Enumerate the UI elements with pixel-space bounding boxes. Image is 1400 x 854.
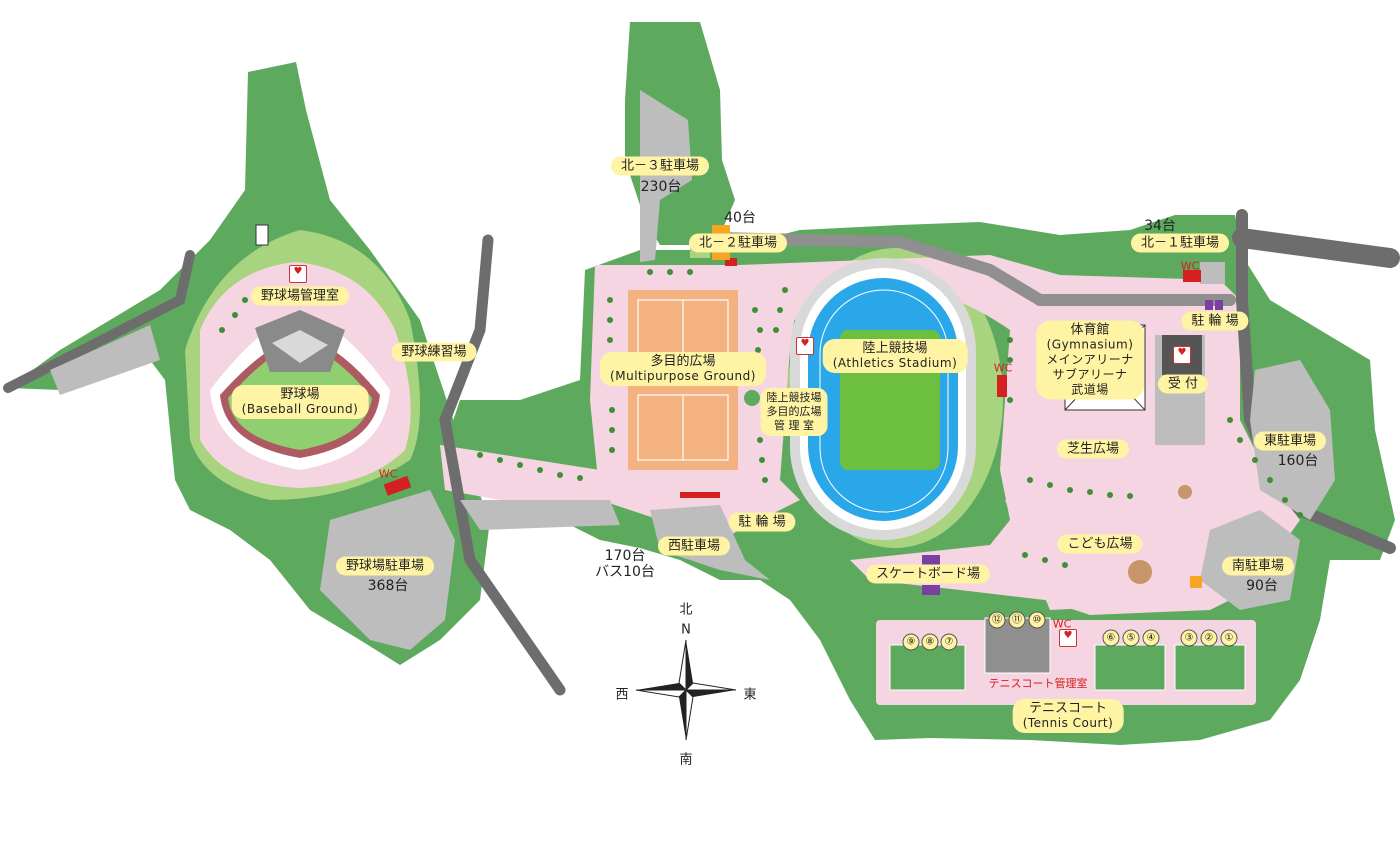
north1-parking-label[interactable]: 北－１駐車場 [1130, 233, 1230, 253]
aed-gym-icon: ♥ [1173, 346, 1191, 364]
north1-parking-count: 34台 [1144, 218, 1176, 234]
west-parking-count: 170台 バス10台 [595, 548, 655, 580]
court-number: ⑫ [988, 611, 1006, 629]
baseball-office-label: 野球場管理室 [250, 286, 350, 306]
multipurpose-ground-en: (Multipurpose Ground) [610, 369, 756, 383]
south-parking-count: 90台 [1246, 578, 1278, 594]
compass-rose [635, 639, 737, 741]
east-parking-count: 160台 [1277, 453, 1319, 469]
kids-plaza-label[interactable]: こども広場 [1057, 534, 1143, 554]
compass-west: 西 [615, 687, 629, 703]
wc-north: WC [1180, 259, 1200, 273]
baseball-ground-name: 野球場 [280, 387, 320, 402]
gymnasium-label[interactable]: 体育館 (Gymnasium) メインアリーナ サブアリーナ 武道場 [1036, 320, 1144, 400]
aed-stadium-icon: ♥ [796, 337, 814, 355]
south-parking-label[interactable]: 南駐車場 [1221, 556, 1295, 576]
court-number: ④ [1142, 629, 1160, 647]
north3-parking-label[interactable]: 北－３駐車場 [610, 156, 710, 176]
court-number: ⑦ [940, 633, 958, 651]
athletics-office-line3: 管 理 室 [774, 419, 814, 432]
athletics-stadium-en: (Athletics Stadium) [832, 356, 958, 370]
gymnasium-main-arena: メインアリーナ [1046, 352, 1134, 367]
baseball-practice-label[interactable]: 野球練習場 [391, 342, 477, 362]
north2-parking-label[interactable]: 北－２駐車場 [688, 233, 788, 253]
east-parking-label[interactable]: 東駐車場 [1253, 431, 1327, 451]
skateboard-park-label[interactable]: スケートボード場 [865, 564, 991, 584]
athletics-stadium-label[interactable]: 陸上競技場 (Athletics Stadium) [822, 339, 968, 373]
reception-label[interactable]: 受 付 [1157, 374, 1209, 394]
baseball-parking-count: 368台 [367, 578, 409, 594]
court-number: ③ [1180, 629, 1198, 647]
bicycle-parking-center-label[interactable]: 駐 輪 場 [728, 512, 796, 532]
west-parking-cars: 170台 [604, 548, 646, 564]
gymnasium-en: (Gymnasium) [1046, 337, 1134, 352]
wc-tennis: WC [1052, 617, 1072, 631]
compass-south: 南 [679, 752, 693, 768]
athletics-stadium [790, 258, 976, 540]
west-parking-label[interactable]: 西駐車場 [657, 536, 731, 556]
athletics-office-label[interactable]: 陸上競技場 多目的広場 管 理 室 [760, 388, 828, 436]
baseball-ground-en: (Baseball Ground) [241, 402, 359, 416]
wc-stadium: WC [993, 361, 1013, 375]
lawn-plaza-label[interactable]: 芝生広場 [1056, 439, 1130, 459]
compass-north-en: N [681, 622, 691, 638]
baseball-parking-label[interactable]: 野球場駐車場 [335, 556, 435, 576]
aed-tennis-icon: ♥ [1059, 629, 1077, 647]
multipurpose-ground-name: 多目的広場 [650, 354, 716, 369]
court-number: ② [1200, 629, 1218, 647]
athletics-stadium-name: 陸上競技場 [862, 341, 928, 356]
tennis-court-name: テニスコート [1028, 701, 1107, 716]
wc-baseball: WC [378, 467, 398, 481]
tennis-court-label[interactable]: テニスコート (Tennis Court) [1012, 699, 1124, 733]
compass-north-jp: 北 [679, 602, 693, 618]
compass-east: 東 [743, 687, 757, 703]
athletics-office-line2: 多目的広場 [766, 405, 822, 418]
baseball-ground-label[interactable]: 野球場 (Baseball Ground) [231, 385, 369, 419]
court-number: ① [1220, 629, 1238, 647]
tennis-office-label: テニスコート管理室 [988, 677, 1088, 690]
court-number: ⑧ [921, 633, 939, 651]
north2-parking-count: 40台 [724, 210, 756, 226]
gymnasium-name: 体育館 [1070, 322, 1110, 338]
athletics-office-line1: 陸上競技場 [766, 391, 822, 404]
bicycle-parking-east-label[interactable]: 駐 輪 場 [1181, 311, 1249, 331]
court-number: ⑨ [902, 633, 920, 651]
court-number: ⑥ [1102, 629, 1120, 647]
court-number: ⑤ [1122, 629, 1140, 647]
court-number: ⑪ [1008, 611, 1026, 629]
tennis-court-en: (Tennis Court) [1022, 716, 1114, 730]
multipurpose-ground-label[interactable]: 多目的広場 (Multipurpose Ground) [600, 352, 766, 386]
tree-dots [219, 269, 1303, 568]
aed-baseball-icon: ♥ [289, 265, 307, 283]
court-number: ⑩ [1028, 611, 1046, 629]
north3-parking-count: 230台 [640, 179, 682, 195]
gymnasium-budo: 武道場 [1071, 382, 1109, 397]
west-parking-buses: バス10台 [595, 564, 655, 580]
gymnasium-sub-arena: サブアリーナ [1052, 367, 1128, 382]
